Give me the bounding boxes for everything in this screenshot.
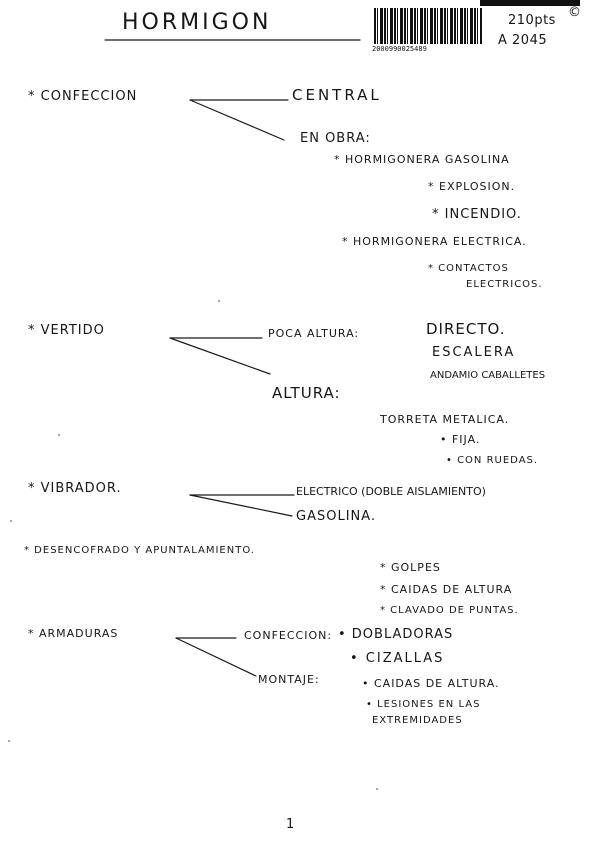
scan-speck — [10, 520, 12, 522]
item-confeccion: CONFECCION: — [244, 629, 333, 642]
item-andamio: ANDAMIO CABALLETES — [430, 370, 546, 381]
scan-speck — [218, 300, 220, 302]
item-contactos: * CONTACTOS — [428, 263, 509, 274]
item-hormigonera-electrica: * HORMIGONERA ELECTRICA. — [342, 235, 527, 248]
item-explosion: * EXPLOSION. — [428, 180, 516, 193]
line-vertido-altura — [169, 337, 271, 375]
line-vibrador-gasolina — [189, 494, 293, 517]
barcode-number: 2000990025489 — [372, 45, 427, 53]
line-armaduras-montaje — [175, 637, 257, 677]
item-escalera: ESCALERA — [432, 345, 516, 360]
item-clavado-puntas: * CLAVADO DE PUNTAS. — [380, 605, 519, 616]
item-electricos: ELECTRICOS. — [466, 279, 543, 290]
barcode: 2000990025489 — [370, 6, 486, 56]
item-fija: • FIJA. — [440, 433, 481, 446]
item-en-obra: EN OBRA: — [300, 131, 371, 146]
scan-edge-bar — [480, 0, 580, 6]
scan-speck — [58, 434, 60, 436]
item-extremidades: EXTREMIDADES — [372, 715, 463, 726]
item-hormigonera-gasolina: * HORMIGONERA GASOLINA — [334, 153, 510, 166]
item-poca-altura: POCA ALTURA: — [268, 327, 360, 340]
item-directo: DIRECTO. — [426, 320, 506, 338]
section-confeccion: * CONFECCION — [28, 89, 138, 104]
section-vertido: * VERTIDO — [28, 323, 105, 338]
section-vibrador: * VIBRADOR. — [28, 481, 122, 496]
price-note: 210pts — [508, 13, 556, 28]
line-confeccion-obra — [189, 99, 285, 141]
item-gasolina: GASOLINA. — [296, 509, 377, 524]
item-incendio: * INCENDIO. — [432, 207, 522, 222]
item-con-ruedas: • CON RUEDAS. — [446, 455, 539, 466]
item-cizallas: • CIZALLAS — [350, 651, 445, 666]
item-torreta: TORRETA METALICA. — [380, 413, 510, 426]
item-altura: ALTURA: — [272, 384, 341, 402]
scan-speck — [8, 740, 10, 742]
item-golpes: * GOLPES — [380, 561, 441, 574]
item-caidas-montaje: • CAIDAS DE ALTURA. — [362, 677, 500, 690]
item-montaje: MONTAJE: — [258, 673, 320, 686]
item-dobladoras: • DOBLADORAS — [338, 627, 454, 642]
item-central: CENTRAL — [292, 86, 382, 104]
circled-c-mark: © — [568, 5, 582, 20]
reference-note: A 2045 — [498, 33, 548, 48]
item-electrico: ELECTRICO (DOBLE AISLAMIENTO) — [296, 485, 486, 498]
page-number: 1 — [286, 817, 296, 832]
item-caidas-altura: * CAIDAS DE ALTURA — [380, 583, 513, 596]
section-armaduras: * ARMADURAS — [28, 627, 119, 640]
item-lesiones: • LESIONES EN LAS — [366, 699, 481, 710]
section-desencofrado: * DESENCOFRADO Y APUNTALAMIENTO. — [24, 545, 255, 556]
scan-speck — [376, 788, 378, 790]
barcode-bars — [374, 8, 482, 44]
page-title: HORMIGON — [122, 10, 272, 35]
